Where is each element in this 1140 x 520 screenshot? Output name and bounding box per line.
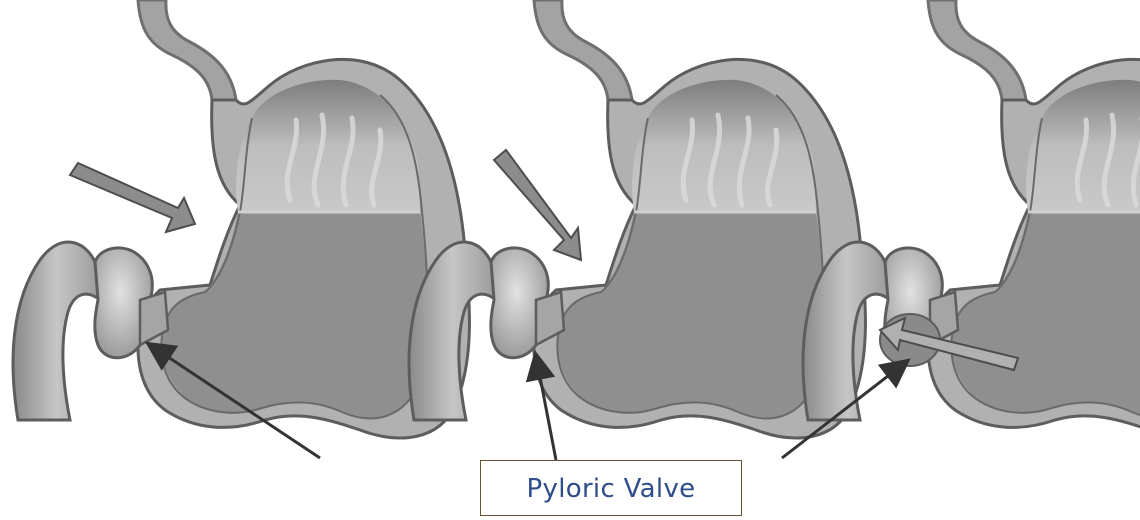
flow-arrow (494, 150, 581, 260)
panel-1 (13, 0, 469, 438)
pyloric-valve-label-box: Pyloric Valve (480, 460, 742, 516)
panel-2 (409, 0, 865, 438)
flow-arrow (70, 163, 195, 232)
pyloric-valve-label: Pyloric Valve (527, 472, 696, 504)
